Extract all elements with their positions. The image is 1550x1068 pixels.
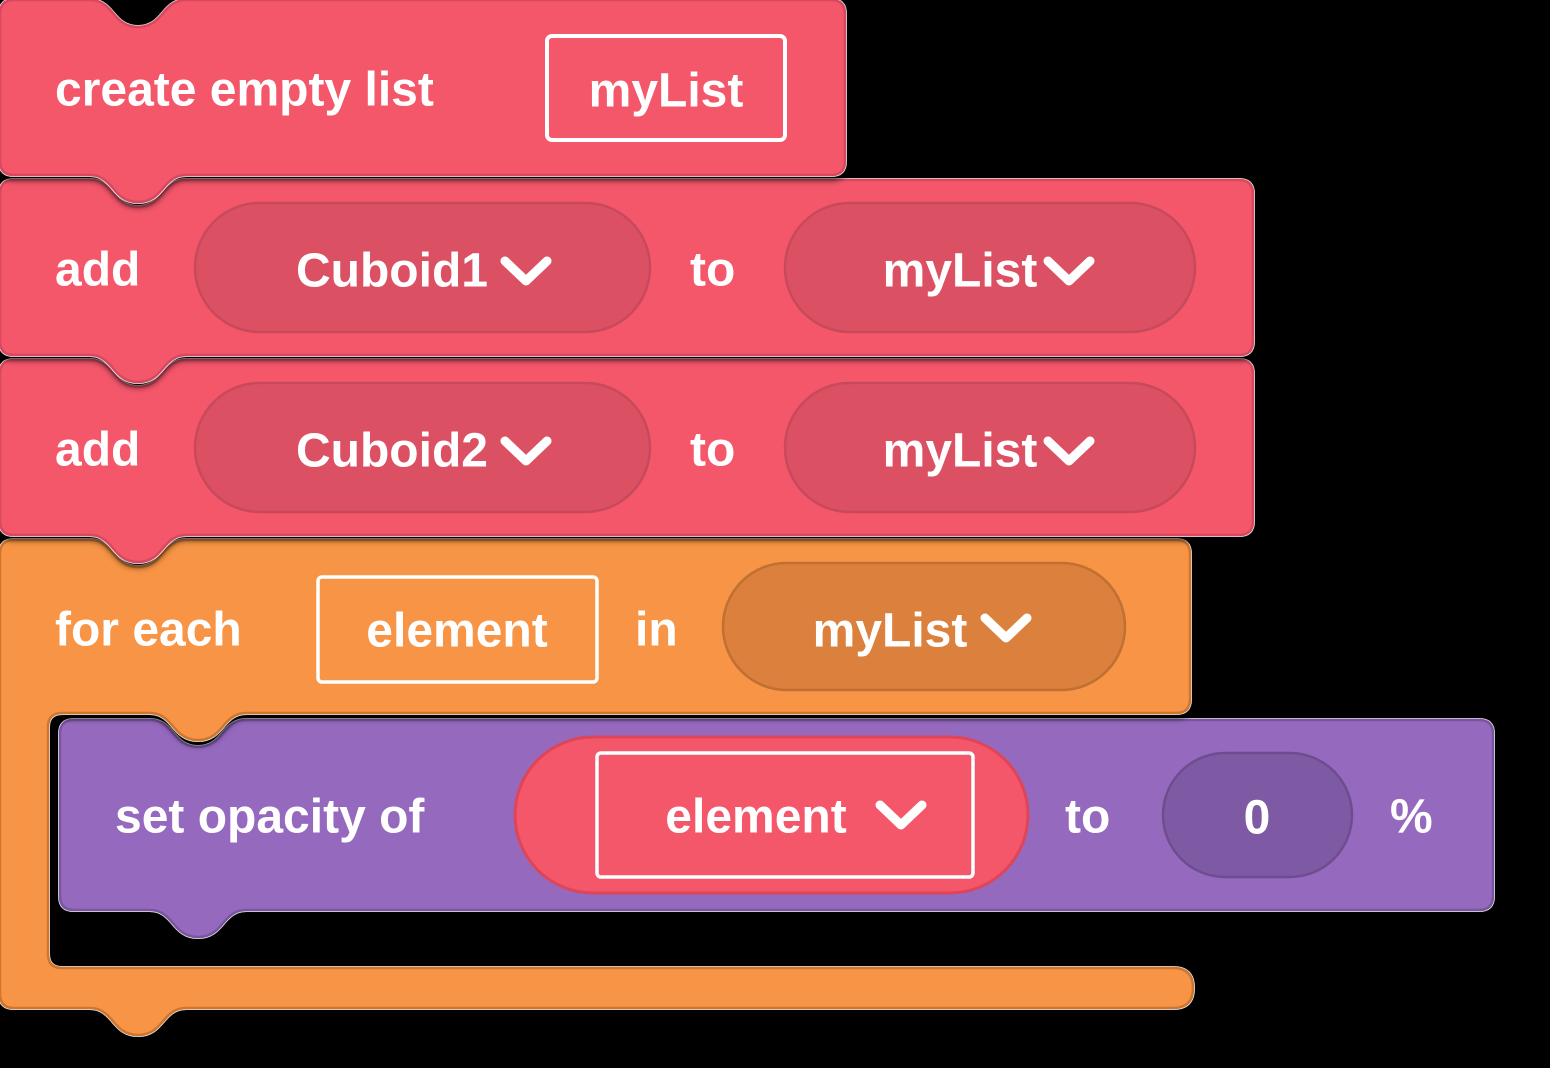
block-add-cuboid1[interactable]: add Cuboid1 to myList <box>0 178 1255 384</box>
create-empty-list-label: create empty list <box>55 64 434 117</box>
list-dropdown-value: myList <box>883 425 1038 478</box>
block-add-cuboid2[interactable]: add Cuboid2 to myList <box>0 358 1255 564</box>
chevron-down-icon <box>500 436 552 466</box>
chevron-down-icon <box>500 256 552 286</box>
item-dropdown-value: Cuboid2 <box>296 425 488 478</box>
opacity-value: 0 <box>1244 792 1271 845</box>
set-opacity-to-label: to <box>1065 791 1110 844</box>
list-dropdown-mylist[interactable]: myList <box>783 201 1197 334</box>
add-to-label: to <box>690 244 735 297</box>
loop-variable-field[interactable] <box>316 575 599 684</box>
for-each-in-label: in <box>635 604 678 657</box>
set-opacity-label: set opacity of <box>115 791 425 844</box>
chevron-down-icon <box>1043 436 1095 466</box>
percent-label: % <box>1390 791 1433 844</box>
list-dropdown-mylist[interactable]: myList <box>783 381 1197 514</box>
element-reporter-dropdown[interactable]: element <box>513 735 1030 895</box>
for-each-list-value: myList <box>813 605 968 658</box>
list-name-field[interactable] <box>545 34 787 142</box>
block-create-empty-list[interactable]: create empty list myList <box>0 0 847 204</box>
item-dropdown-cuboid2[interactable]: Cuboid2 <box>193 381 652 514</box>
block-set-opacity[interactable]: set opacity of element to 0 % <box>58 718 1495 939</box>
list-dropdown-value: myList <box>883 245 1038 298</box>
add-label: add <box>55 424 140 477</box>
element-variable-value: element <box>665 791 846 844</box>
for-each-list-dropdown[interactable]: myList <box>721 561 1127 692</box>
for-each-label: for each <box>55 604 242 657</box>
list-name-value: myList <box>589 65 744 118</box>
opacity-value-field[interactable]: 0 <box>1161 751 1354 879</box>
chevron-down-icon <box>980 613 1032 643</box>
block-for-each[interactable]: for each element in myList <box>0 538 1195 1037</box>
item-dropdown-cuboid1[interactable]: Cuboid1 <box>193 201 652 334</box>
add-to-label: to <box>690 424 735 477</box>
loop-variable-value: element <box>366 605 547 658</box>
chevron-down-icon <box>1043 256 1095 286</box>
chevron-down-icon <box>875 800 927 830</box>
item-dropdown-value: Cuboid1 <box>296 245 488 298</box>
element-variable-field[interactable] <box>595 751 975 879</box>
add-label: add <box>55 244 140 297</box>
